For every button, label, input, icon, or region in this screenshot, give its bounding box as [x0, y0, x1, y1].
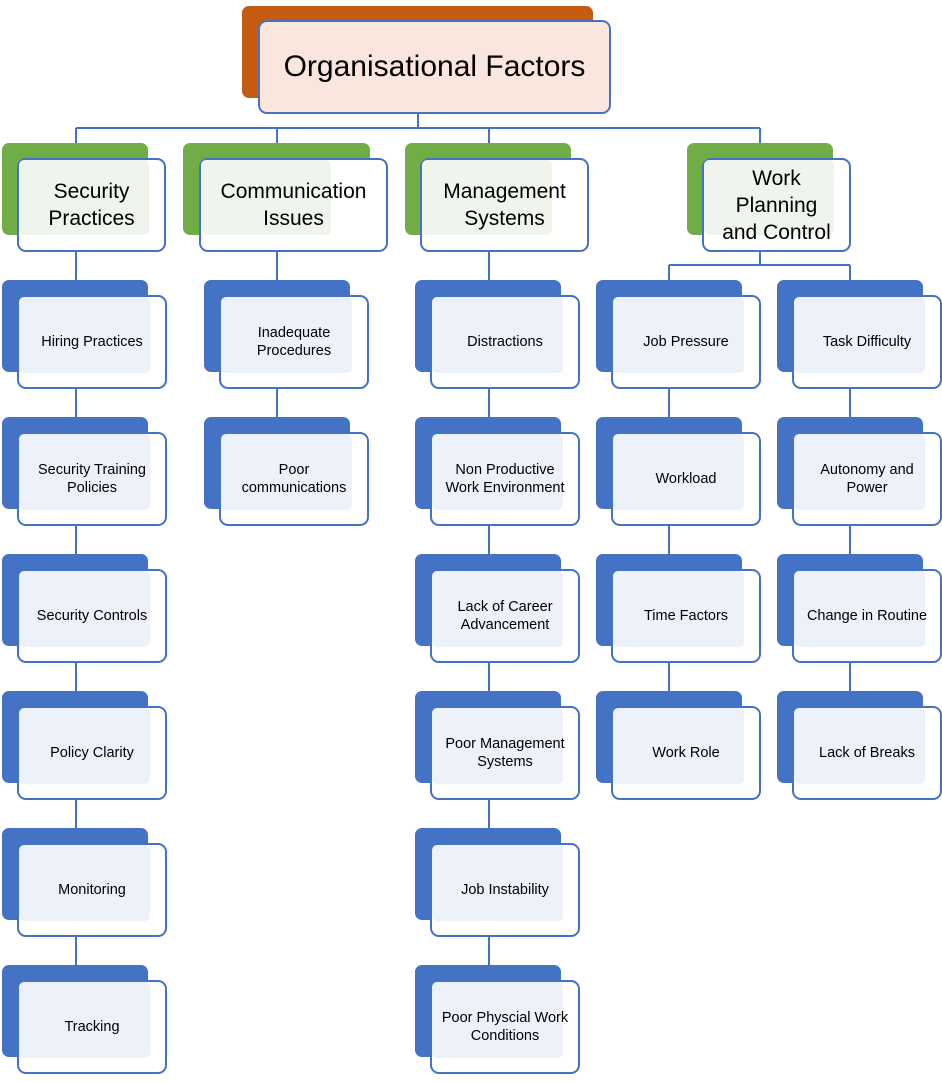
leaf-label: Lack of Breaks [819, 745, 915, 761]
category-label-management-systems: Management Systems [443, 180, 566, 230]
leaf-label: Distractions [467, 334, 543, 350]
leaf-label: Job Instability [461, 882, 549, 898]
leaf-label: Poor Physcial Work Conditions [441, 1010, 569, 1044]
leaf-label: Inadequate Procedures [256, 325, 332, 359]
leaf-label: Poor communications [241, 462, 347, 496]
leaf-label: Task Difficulty [822, 334, 912, 350]
root-label: Organisational Factors [283, 50, 586, 83]
leaf-label: Autonomy and Power [820, 462, 914, 496]
leaf-label: Time Factors [643, 608, 729, 624]
category-label-security-practices: Security Practices [48, 180, 135, 230]
leaf-label: Job Pressure [643, 334, 729, 350]
leaf-label: Work Role [652, 745, 720, 761]
leaf-label: Security Training Policies [38, 462, 146, 496]
leaf-label: Hiring Practices [41, 334, 143, 350]
leaf-label: Security Controls [36, 608, 148, 624]
leaf-label: Poor Management Systems [445, 736, 565, 770]
category-label-communication-issues: Communication Issues [220, 180, 367, 230]
leaf-label: Workload [655, 471, 717, 487]
leaf-label: Monitoring [58, 882, 126, 898]
leaf-label: Policy Clarity [50, 745, 134, 761]
leaf-label: Lack of Career Advancement [457, 599, 553, 633]
leaf-label: Change in Routine [806, 608, 928, 624]
leaf-label: Tracking [64, 1019, 120, 1035]
category-label-work-planning-and-control: Work Planning and Control [722, 166, 831, 244]
leaf-label: Non Productive Work Environment [445, 462, 565, 496]
